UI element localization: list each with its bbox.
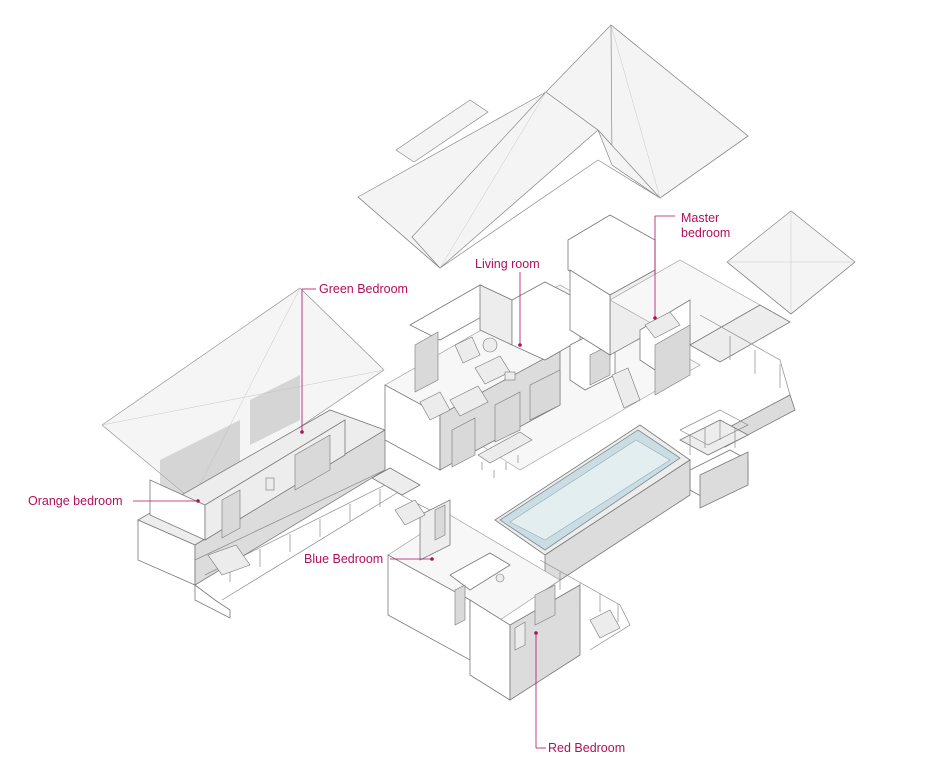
left-wing — [101, 287, 411, 619]
red-bedroom-label: Red Bedroom — [548, 741, 626, 755]
main-roof — [357, 24, 749, 269]
south-wing — [387, 499, 631, 701]
pavilion-roof — [726, 210, 856, 315]
pavilion — [679, 409, 749, 509]
green-bedroom-label: Green Bedroom — [319, 282, 408, 296]
master-bedroom-label-line2: bedroom — [681, 226, 731, 240]
orange-bedroom-label: Orange bedroom — [28, 494, 123, 508]
pool — [494, 424, 691, 591]
master-bedroom-label-line1: Master — [681, 211, 720, 225]
blue-bedroom-label: Blue Bedroom — [304, 552, 384, 566]
label-leaders — [133, 215, 675, 749]
master-wing — [567, 214, 796, 448]
living-room-label: Living room — [475, 257, 540, 271]
